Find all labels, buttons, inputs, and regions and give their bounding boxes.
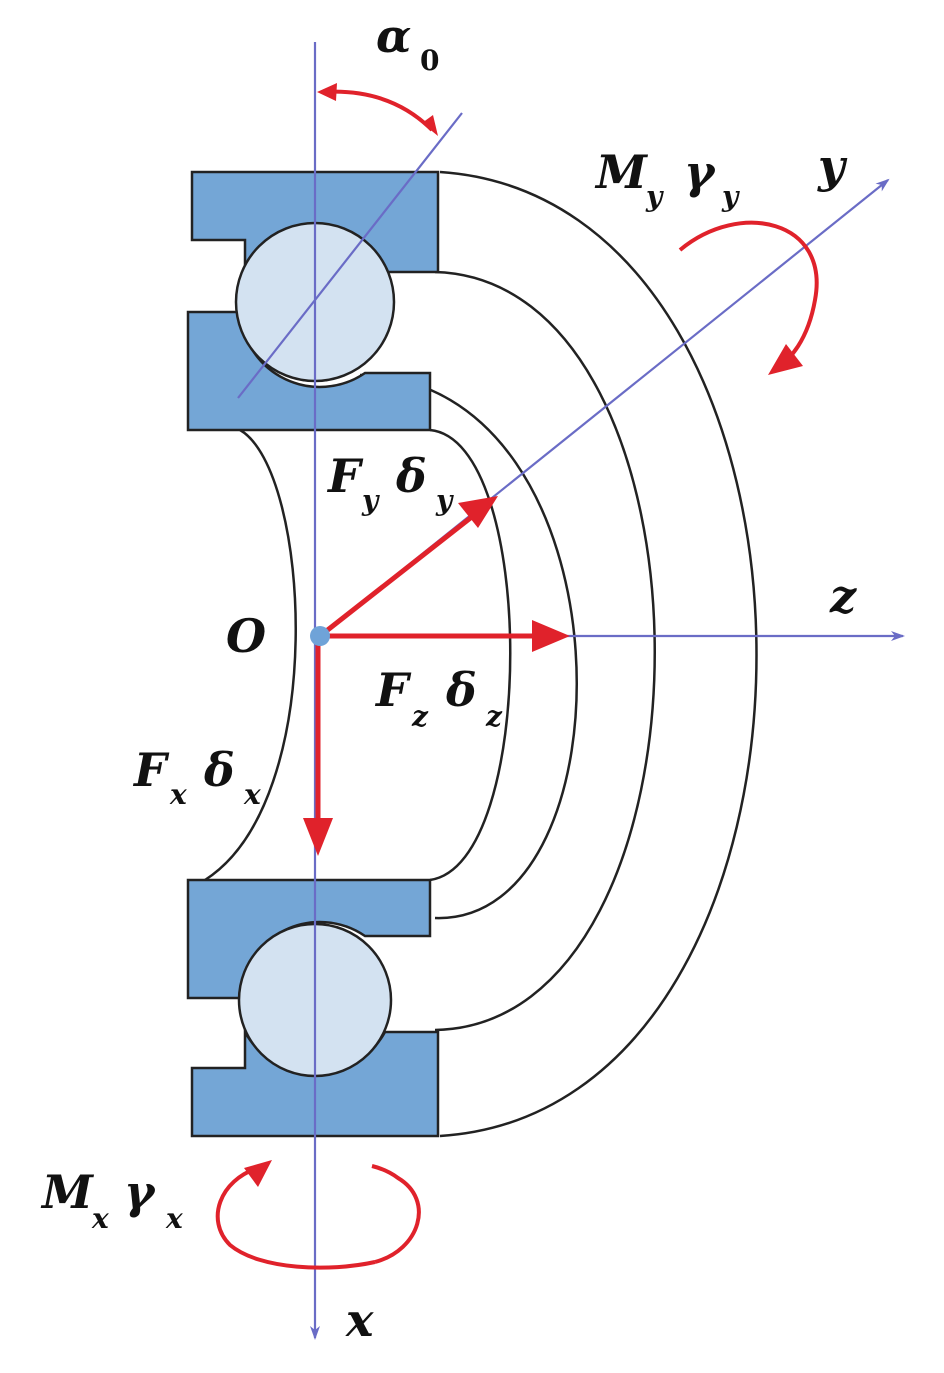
- my-arrow-head: [768, 344, 803, 375]
- mx-label: M: [40, 1165, 95, 1219]
- inner-arc-1: [359, 373, 578, 920]
- x-axis-label: x: [345, 1293, 374, 1347]
- delta-x-label: δ: [203, 743, 235, 797]
- z-axis-label: z: [829, 569, 857, 623]
- bearing-side-arcs: [204, 170, 758, 1138]
- fz-arrow-head: [532, 620, 570, 652]
- origin-label: O: [226, 609, 266, 663]
- fx-label: F: [132, 743, 170, 797]
- mx-arrow-head: [244, 1160, 272, 1187]
- mx-moment-arc-left: [215, 1166, 376, 1270]
- outer-arc-2: [434, 270, 656, 1032]
- my-sub: y: [645, 180, 664, 213]
- alpha-arrow-head-right: [422, 115, 438, 136]
- bore-arc: [204, 428, 297, 882]
- my-moment-arc: [678, 220, 819, 372]
- alpha-arrow-head-left: [317, 83, 337, 101]
- mx-moment-arc-right: [371, 1164, 421, 1264]
- force-arrows: [303, 496, 570, 856]
- labels: α 0 M y γ y y F y δ y O z F z δ z F x δ …: [40, 9, 857, 1347]
- bottom-bearing-section: [186, 878, 440, 1138]
- alpha-angle-arc: [322, 89, 434, 132]
- mx-sub: x: [91, 1202, 109, 1235]
- fy-label: F: [326, 449, 364, 503]
- contact-angle-line: [237, 112, 463, 399]
- my-label: M: [594, 145, 649, 199]
- delta-y-sub: y: [435, 484, 454, 517]
- inner-arc-2: [429, 428, 512, 882]
- alpha-sub: 0: [420, 44, 439, 77]
- fy-sub: y: [361, 484, 380, 517]
- fy-arrow-shaft: [318, 510, 480, 638]
- delta-z-sub: z: [485, 700, 503, 733]
- gamma-x-sub: x: [165, 1202, 183, 1235]
- fx-sub: x: [169, 778, 187, 811]
- alpha-label: α: [376, 9, 411, 63]
- delta-x-sub: x: [243, 778, 261, 811]
- delta-y-label: δ: [395, 449, 427, 503]
- y-axis-label: y: [817, 139, 848, 193]
- fx-arrow-head: [303, 818, 333, 856]
- delta-z-label: δ: [445, 663, 477, 717]
- gamma-y-sub: y: [721, 180, 740, 213]
- fz-label: F: [374, 663, 412, 717]
- origin-dot: [310, 626, 330, 646]
- fz-sub: z: [411, 700, 429, 733]
- gamma-x-label: γ: [124, 1165, 157, 1219]
- moment-arrows: [215, 83, 819, 1270]
- fy-arrow-head: [458, 496, 498, 528]
- outer-arc-1: [439, 170, 758, 1138]
- gamma-y-label: γ: [684, 145, 717, 199]
